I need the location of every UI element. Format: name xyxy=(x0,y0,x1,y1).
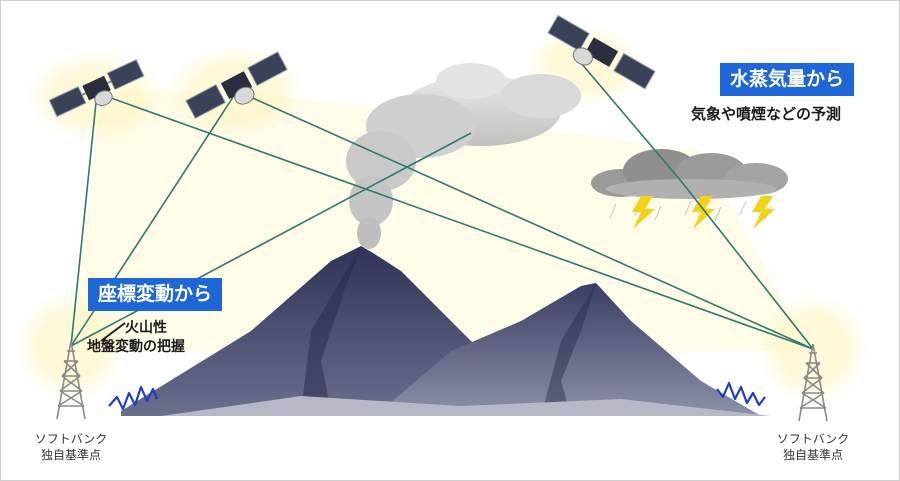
coordinate-desc-line2: 地盤変動の把握 xyxy=(87,338,185,355)
right-station-line2: 独自基準点 xyxy=(782,448,843,463)
right-station-label: ソフトバンク 独自基準点 xyxy=(757,431,869,463)
seismic-wave-icon xyxy=(108,385,159,411)
water-vapor-description: 気象や噴煙などの予測 xyxy=(691,105,842,123)
left-station-label: ソフトバンク 独自基準点 xyxy=(15,431,127,463)
left-station-line2: 独自基準点 xyxy=(40,448,101,463)
satellite-icon xyxy=(547,14,656,90)
water-vapor-badge: 水蒸気量から xyxy=(720,63,855,96)
coordinate-badge: 座標変動から xyxy=(88,278,223,311)
coordinate-desc-line1: 火山性 xyxy=(125,320,167,336)
tower-icon xyxy=(798,343,828,422)
storm-cloud-icon xyxy=(591,149,788,229)
seismic-wave-icon xyxy=(716,381,766,407)
right-station-line1: ソフトバンク xyxy=(776,432,850,446)
lightning-icon xyxy=(632,196,775,229)
satellite-icon xyxy=(185,51,288,120)
callout-line xyxy=(100,322,126,342)
tower-icon xyxy=(56,340,86,420)
volcanic-smoke xyxy=(346,63,581,249)
satellite-icon xyxy=(48,58,145,118)
coordinate-description: 火山性 地盤変動の把握 xyxy=(87,319,185,357)
left-station-line1: ソフトバンク xyxy=(34,432,108,446)
volcano-icon xyxy=(121,246,771,416)
